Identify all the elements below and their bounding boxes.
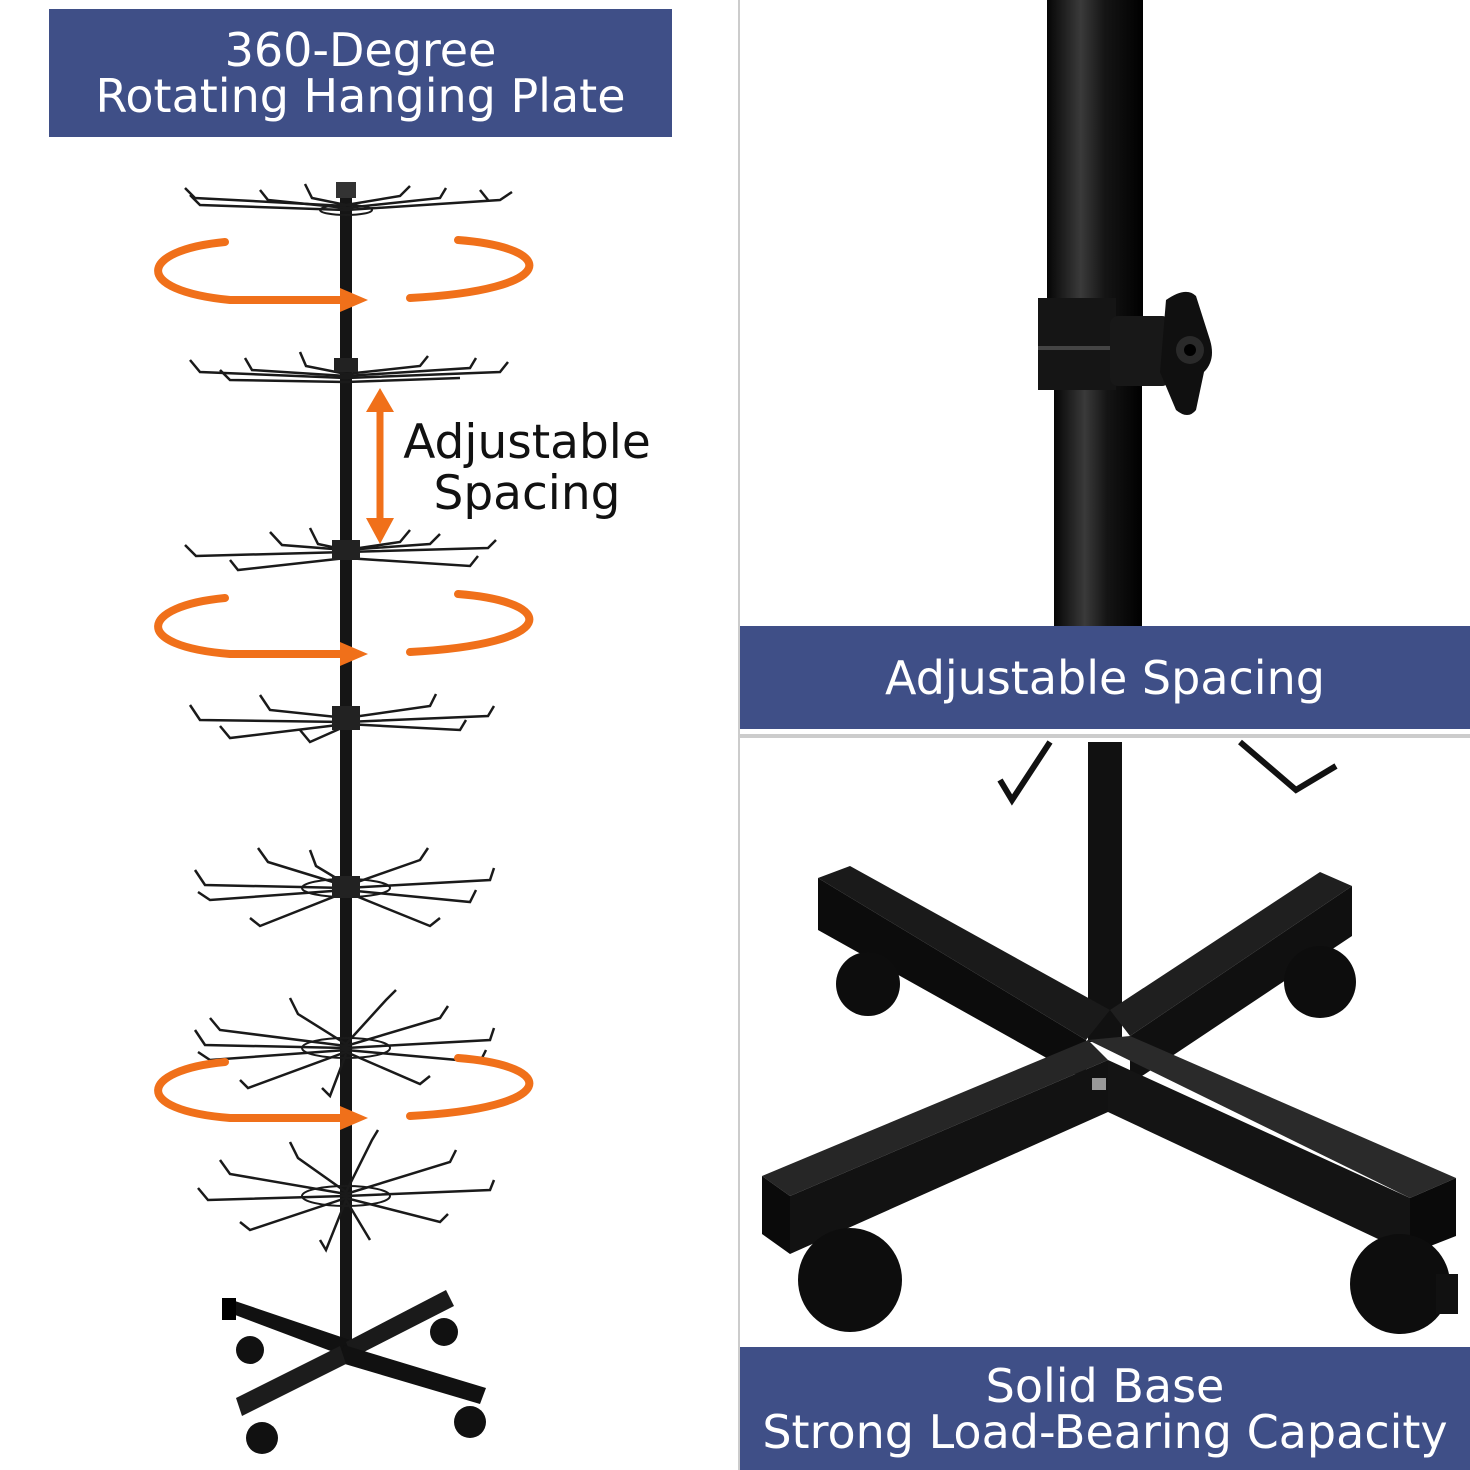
banner-line: 360-Degree [224, 23, 497, 77]
clamp-collar [1038, 298, 1116, 390]
banner-line: Strong Load-Bearing Capacity [762, 1404, 1448, 1459]
pole-lower [1054, 370, 1142, 630]
rotating-plate-banner: 360-Degree Rotating Hanging Plate [49, 9, 672, 137]
rack-tier-4 [188, 693, 496, 744]
base-closeup [762, 739, 1458, 1334]
rack-tier-2 [189, 351, 509, 384]
rack-top-cap [336, 182, 356, 198]
adjustable-spacing-banner: Adjustable Spacing [740, 626, 1470, 729]
base-pole [1088, 742, 1122, 1042]
rack-tier-3 [184, 527, 497, 572]
adjustable-spacing-label: Adjustable Spacing [402, 415, 652, 521]
rack-tier-1 [184, 183, 513, 216]
label-line: Adjustable [403, 415, 651, 470]
double-arrow-icon [366, 388, 394, 544]
banner-line: Adjustable Spacing [885, 650, 1325, 705]
solid-base-banner: Solid Base Strong Load-Bearing Capacity [740, 1347, 1470, 1470]
rack-illustration [184, 182, 513, 1350]
rotation-arrow-icon [154, 590, 534, 666]
rotation-arrow-icon [154, 1054, 534, 1130]
label-line: Spacing [433, 465, 621, 521]
caster-wheel [798, 946, 1450, 1334]
pole-clamp-closeup [1038, 0, 1212, 630]
horizontal-divider [738, 734, 1470, 738]
rack-base-small [222, 1290, 486, 1454]
rack-tier-5 [193, 847, 496, 928]
rotation-arrow-icon [154, 236, 534, 312]
banner-line: Solid Base [985, 1358, 1225, 1413]
pole-upper [1047, 0, 1143, 330]
banner-line: Rotating Hanging Plate [95, 69, 626, 123]
rack-tier-7 [197, 1129, 496, 1253]
